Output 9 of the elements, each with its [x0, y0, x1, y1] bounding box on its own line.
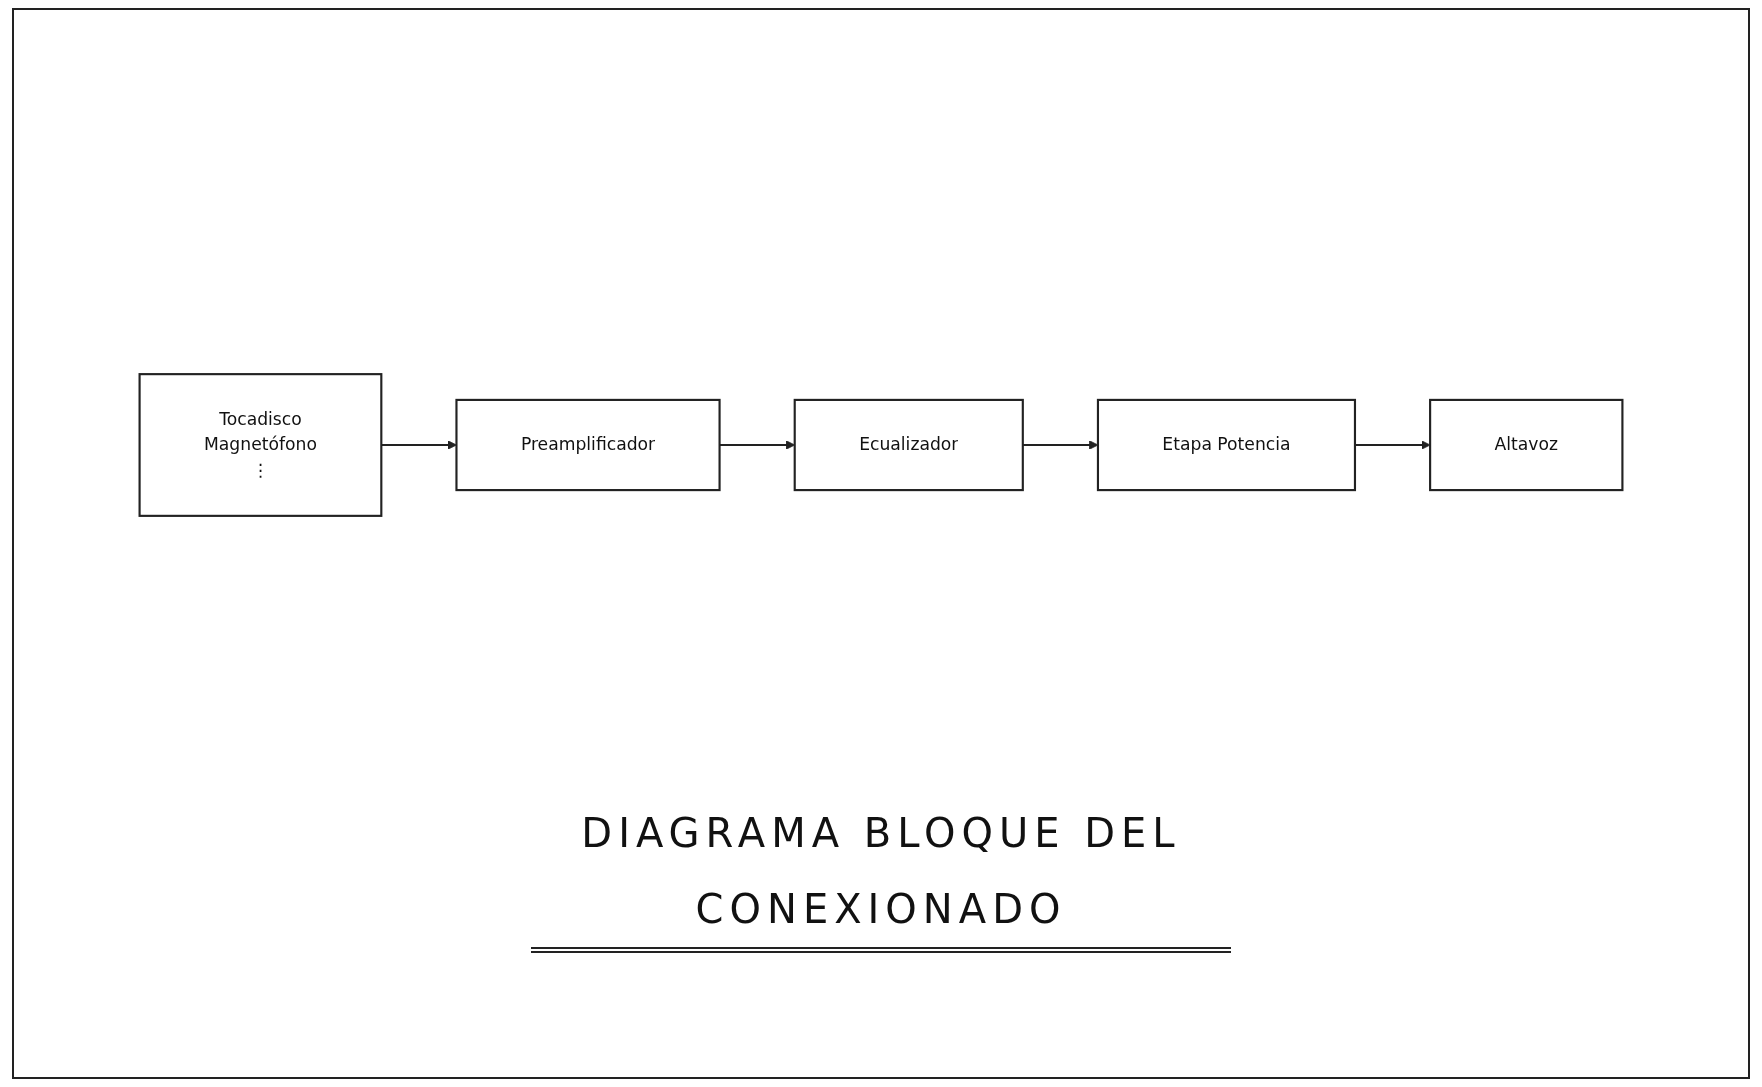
arrow: [1354, 439, 1431, 450]
node-box: [138, 372, 383, 517]
node-box: [793, 398, 1024, 491]
node-box: [455, 398, 721, 491]
diagram-title: DIAGRAMA BLOQUE DEL CONEXIONADO: [531, 794, 1231, 953]
arrow: [381, 439, 457, 450]
page-border: Tocadisco Magnetófono ⋮ Preamplificador Ecualizador Etapa Potencia Altavoz DIAGRAMA BLOQUE DEL CONEXIONADO: [12, 8, 1750, 1079]
node-box: [1096, 398, 1357, 491]
node-box: [1429, 398, 1624, 491]
